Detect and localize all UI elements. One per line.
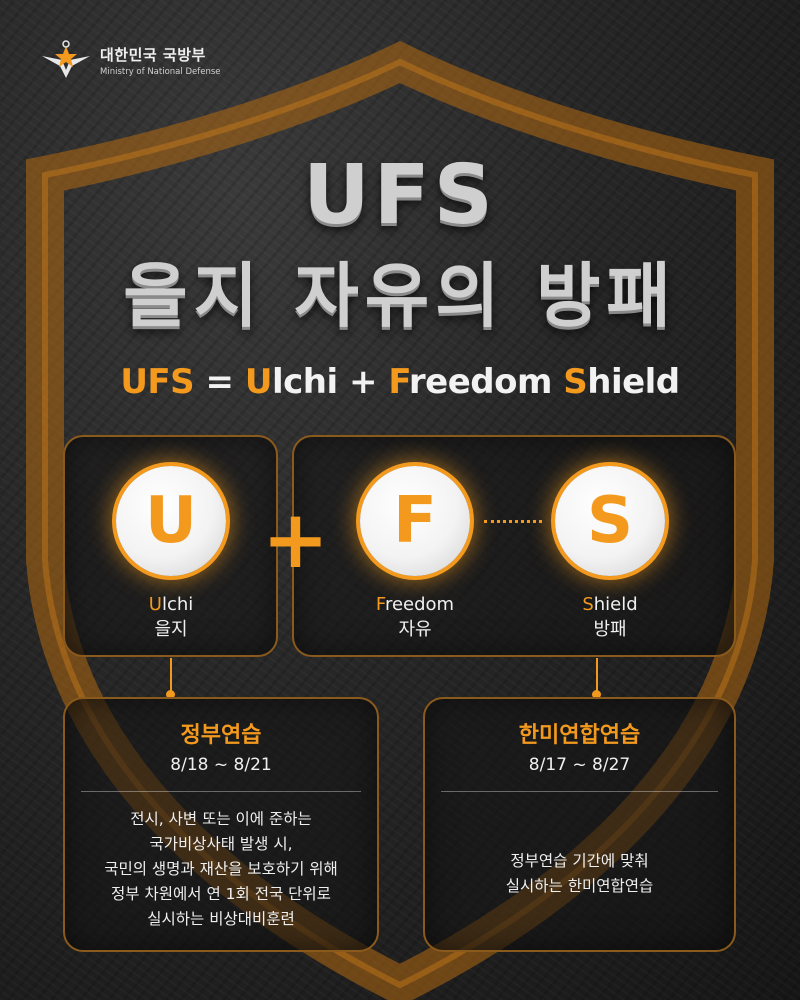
formula-equals: = <box>205 362 235 402</box>
formula-plus: + <box>348 362 378 402</box>
shield-ko: 방패 <box>593 619 627 640</box>
ministry-emblem-icon <box>42 40 90 78</box>
formula-s-rest: hield <box>587 362 680 402</box>
shield-rest: hield <box>593 594 638 615</box>
formula-u-rest: lchi <box>271 362 338 402</box>
plus-sign: + <box>262 493 330 586</box>
shield-initial: S <box>582 594 594 615</box>
description-line: 정부 차원에서 연 1회 전국 단위로 <box>111 885 331 903</box>
ulchi-rest: lchi <box>161 594 194 615</box>
ulchi-initial: U <box>148 594 162 615</box>
main-subtitle: 을지 자유의 방패 <box>123 255 677 337</box>
description-line: 실시하는 비상대비훈련 <box>147 910 295 928</box>
acronym-formula: UFS = Ulchi + Freedom Shield <box>0 362 800 402</box>
connector-line-gov <box>170 658 172 694</box>
shield-letter-badge: S <box>555 466 665 576</box>
ulchi-letter-badge: U <box>116 466 226 576</box>
description-line: 국민의 생명과 재산을 보호하기 위해 <box>104 860 338 878</box>
divider <box>441 791 718 792</box>
government-exercise-title: 정부연습 <box>180 723 262 748</box>
ulchi-label: Ulchi 을지 <box>111 592 231 642</box>
freedom-initial: F <box>375 594 385 615</box>
dotted-connector <box>484 520 542 523</box>
freedom-rest: reedom <box>384 594 455 615</box>
ministry-name: 대한민국 국방부 Ministry of National Defense <box>100 44 221 77</box>
divider <box>81 791 361 792</box>
connector-line-combined <box>596 658 598 694</box>
freedom-letter-badge: F <box>360 466 470 576</box>
description-line: 국가비상사태 발생 시, <box>149 835 293 853</box>
combined-exercise-title: 한미연합연습 <box>518 723 641 748</box>
formula-s-initial: S <box>563 362 588 402</box>
ministry-name-ko: 대한민국 국방부 <box>100 45 206 64</box>
formula-f-initial: F <box>388 362 409 402</box>
connector-node-combined <box>592 690 601 699</box>
government-exercise-description: 전시, 사변 또는 이에 준하는 국가비상사태 발생 시, 국민의 생명과 재산… <box>65 807 377 932</box>
freedom-label: Freedom 자유 <box>355 592 475 642</box>
description-line: 실시하는 한미연합연습 <box>505 877 654 895</box>
ulchi-ko: 을지 <box>154 619 188 640</box>
government-exercise-box: 정부연습 8/18 ~ 8/21 전시, 사변 또는 이에 준하는 국가비상사태… <box>63 697 379 952</box>
freedom-ko: 자유 <box>398 619 432 640</box>
formula-f-rest: reedom <box>408 362 553 402</box>
ministry-name-en: Ministry of National Defense <box>100 66 221 77</box>
ministry-logo: 대한민국 국방부 Ministry of National Defense <box>40 40 221 80</box>
formula-lhs: UFS <box>120 362 195 402</box>
main-title: UFS <box>303 148 497 243</box>
combined-exercise-description: 정부연습 기간에 맞춰 실시하는 한미연합연습 <box>425 849 734 899</box>
description-line: 전시, 사변 또는 이에 준하는 <box>130 810 312 828</box>
connector-node-gov <box>166 690 175 699</box>
combined-exercise-date: 8/17 ~ 8/27 <box>528 755 631 775</box>
shield-label: Shield 방패 <box>550 592 670 642</box>
formula-u-initial: U <box>244 362 273 402</box>
government-exercise-date: 8/18 ~ 8/21 <box>170 755 272 775</box>
combined-exercise-box: 한미연합연습 8/17 ~ 8/27 정부연습 기간에 맞춰 실시하는 한미연합… <box>423 697 736 952</box>
description-line: 정부연습 기간에 맞춰 <box>510 852 649 870</box>
